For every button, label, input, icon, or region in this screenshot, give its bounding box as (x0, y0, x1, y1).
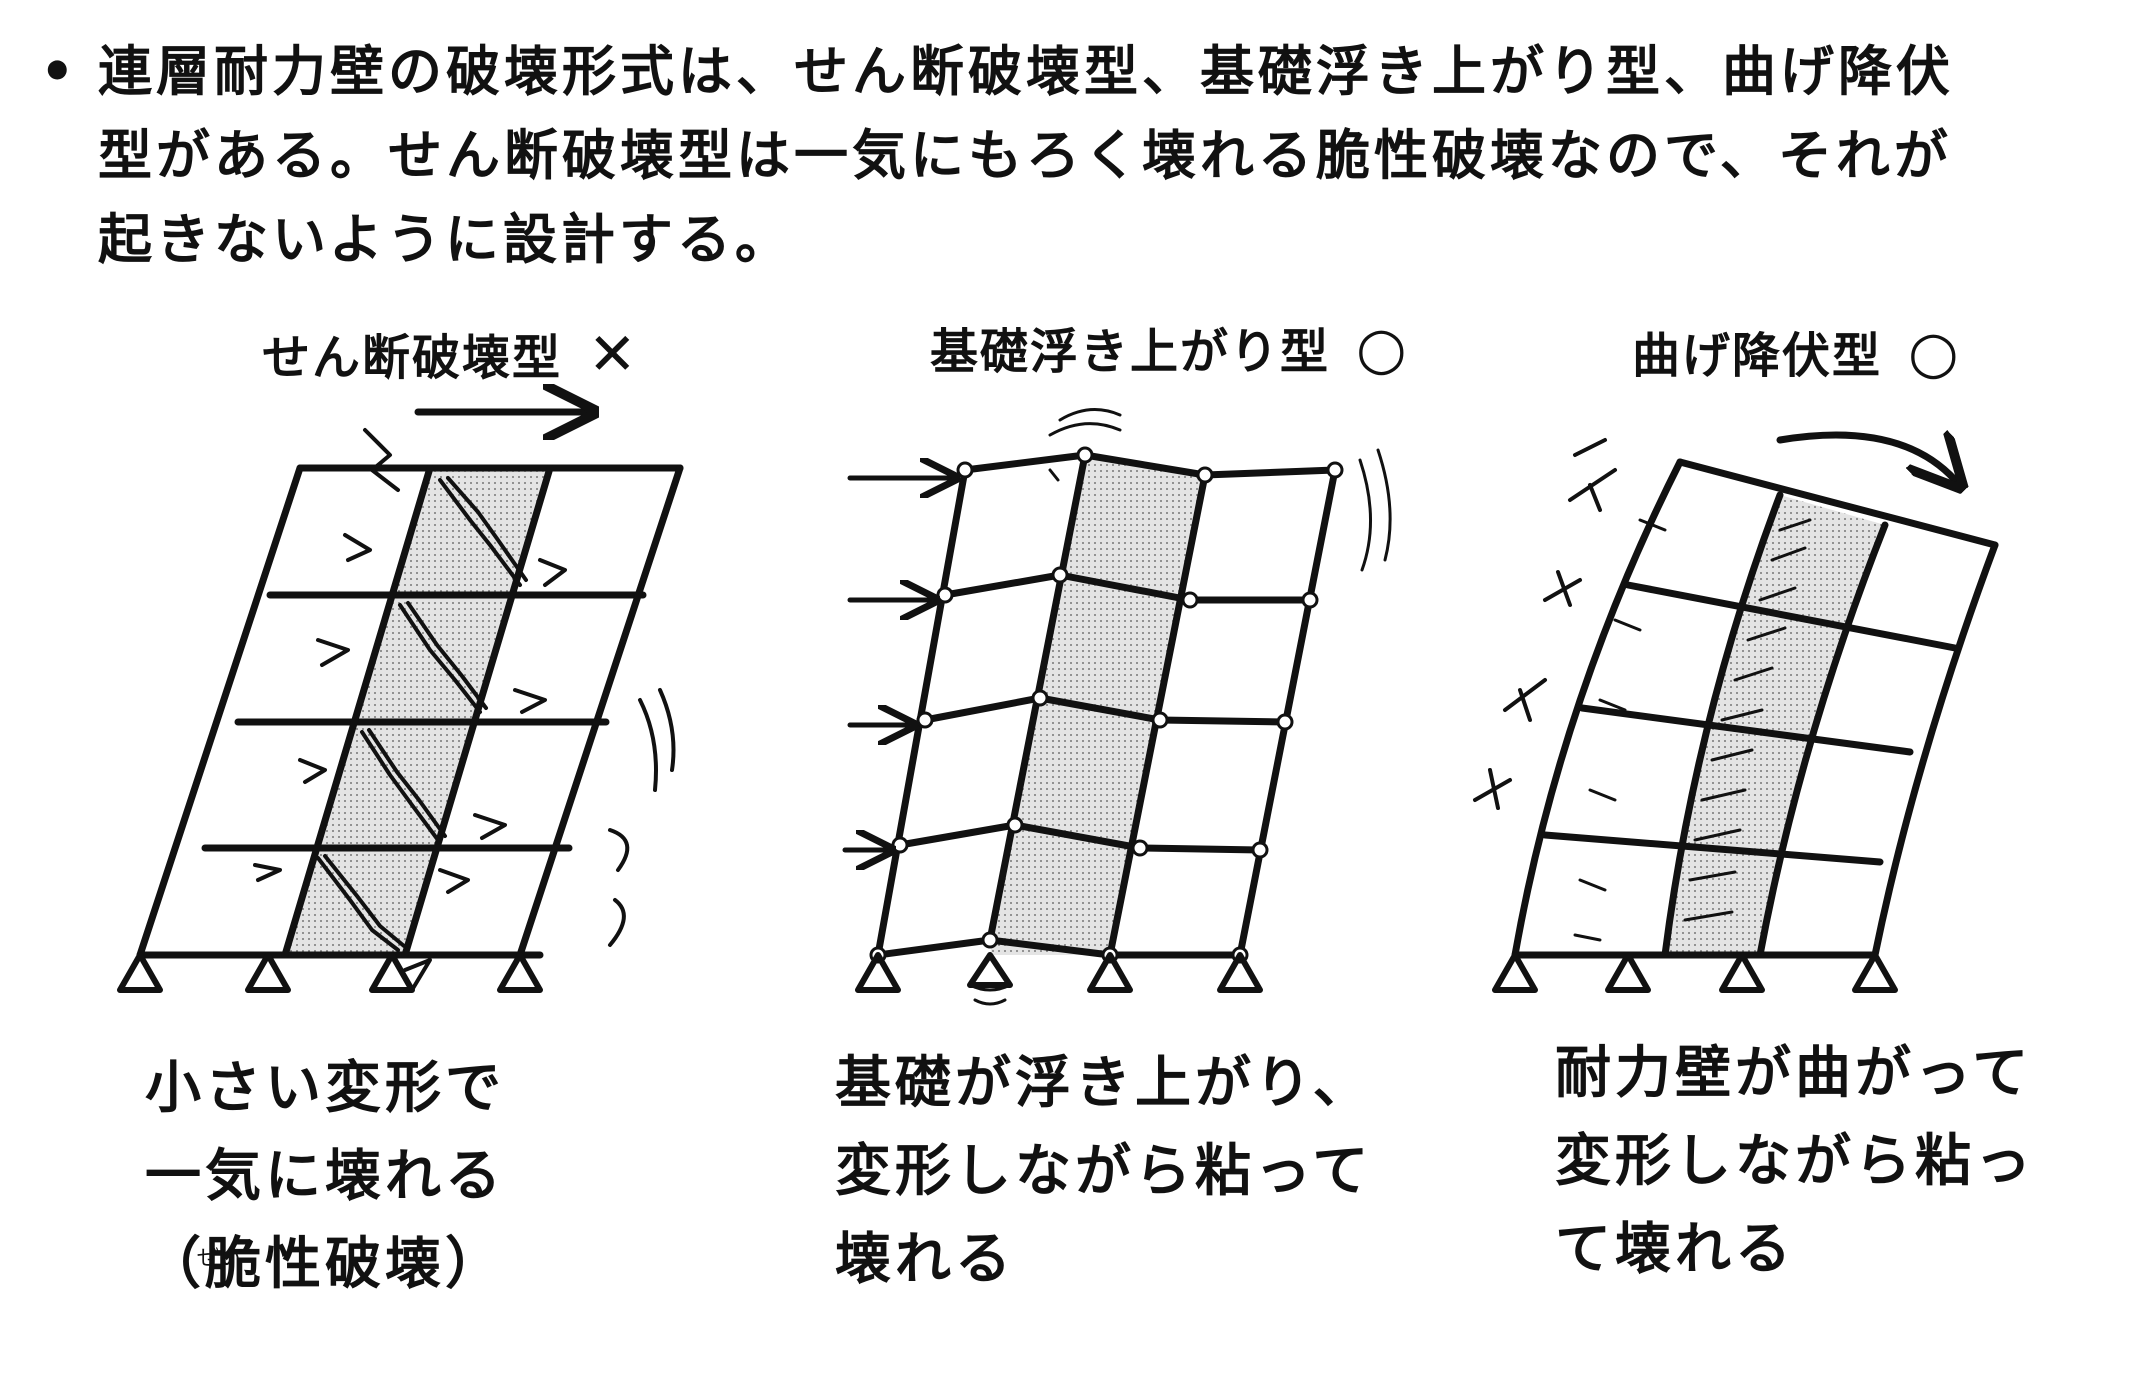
flexural-rotation-arrow (1776, 435, 1955, 480)
shear-frame (117, 412, 684, 993)
shear-caption-line-1: 小さい変形で (145, 1056, 505, 1121)
uplift-floor (896, 821, 1264, 854)
shear-title: せん断破壊型 ✕ (262, 318, 639, 388)
flexural-floor (1541, 831, 1884, 866)
shear-caption-line-2: 一気に壊れる (145, 1144, 505, 1209)
flexural-frame (1473, 435, 1999, 993)
shear-caption-line-3: （脆性破壊） (145, 1232, 505, 1297)
uplift-floor (921, 694, 1289, 726)
flexural-supports (1492, 952, 1898, 993)
flexural-title-text: 曲げ降伏型 (1632, 328, 1883, 384)
flexural-column (1511, 458, 1684, 959)
shear-crack-marks (253, 428, 567, 992)
shear-wall-shading (285, 468, 550, 955)
shear-diagonal-cracks (316, 476, 528, 952)
shear-vibration-marks (608, 688, 676, 947)
shear-caption-ruby: ぜい (197, 1246, 242, 1271)
uplift-floor (941, 571, 1314, 604)
uplift-caption-line-3: 壊れる (835, 1227, 1015, 1292)
flexural-tension-marks (1473, 438, 1617, 810)
intro-paragraph: • 連層耐力壁の破壊形式は、せん断破壊型、基礎浮き上がり型、曲げ降伏 型がある。… (40, 30, 2090, 282)
flexural-floor (1676, 458, 1999, 549)
flexural-circle-mark: ○ (1908, 318, 1961, 386)
flexural-title: 曲げ降伏型 ○ (1632, 316, 1961, 386)
flexural-caption-line-3: て壊れる (1555, 1217, 1795, 1282)
flexural-cracks (1573, 518, 1812, 942)
uplift-title: 基礎浮き上がり型 ○ (930, 312, 1409, 382)
uplift-supports (855, 952, 1263, 993)
uplift-force-arrows (842, 478, 950, 850)
intro-line-3: 起きないように設計する。 (98, 208, 793, 271)
uplift-column (1236, 466, 1339, 959)
flexural-floor (1578, 704, 1914, 756)
intro-line-1: 連層耐力壁の破壊形式は、せん断破壊型、基礎浮き上がり型、曲げ降伏 (98, 40, 1954, 103)
uplift-title-text: 基礎浮き上がり型 (930, 324, 1331, 380)
uplift-circle-mark: ○ (1356, 314, 1409, 382)
uplift-motion-marks (968, 408, 1392, 1006)
flexural-caption-line-1: 耐力壁が曲がって (1555, 1041, 2033, 1106)
shear-caption: 小さい変形で 一気に壊れる ぜい （脆性破壊） (145, 1045, 505, 1309)
shear-title-text: せん断破壊型 (262, 330, 563, 386)
uplift-caption: 基礎が浮き上がり、 変形しながら粘って 壊れる (835, 1040, 1373, 1304)
uplift-frame (842, 408, 1392, 1006)
intro-line-2: 型がある。せん断破壊型は一気にもろく壊れる脆性破壊なので、それが (98, 124, 1952, 187)
shear-column (281, 464, 434, 959)
shear-column (516, 464, 684, 959)
shear-supports (117, 952, 543, 993)
uplift-caption-line-2: 変形しながら粘って (835, 1139, 1373, 1204)
shear-column (136, 464, 304, 959)
bullet: • (40, 40, 79, 103)
flexural-wall-shading (1665, 495, 1885, 955)
uplift-base (874, 936, 1244, 959)
flexural-floor (1624, 581, 1959, 652)
flexural-caption-line-2: 変形しながら粘っ (1555, 1129, 2035, 1194)
uplift-floor (961, 451, 1339, 479)
shear-caption-line-3-wrap: ぜい （脆性破壊） (145, 1221, 505, 1309)
flexural-column (1871, 541, 1999, 959)
uplift-caption-line-1: 基礎が浮き上がり、 (835, 1051, 1373, 1116)
shear-cross-mark: ✕ (588, 320, 639, 388)
flexural-caption: 耐力壁が曲がって 変形しながら粘っ て壊れる (1555, 1030, 2035, 1294)
